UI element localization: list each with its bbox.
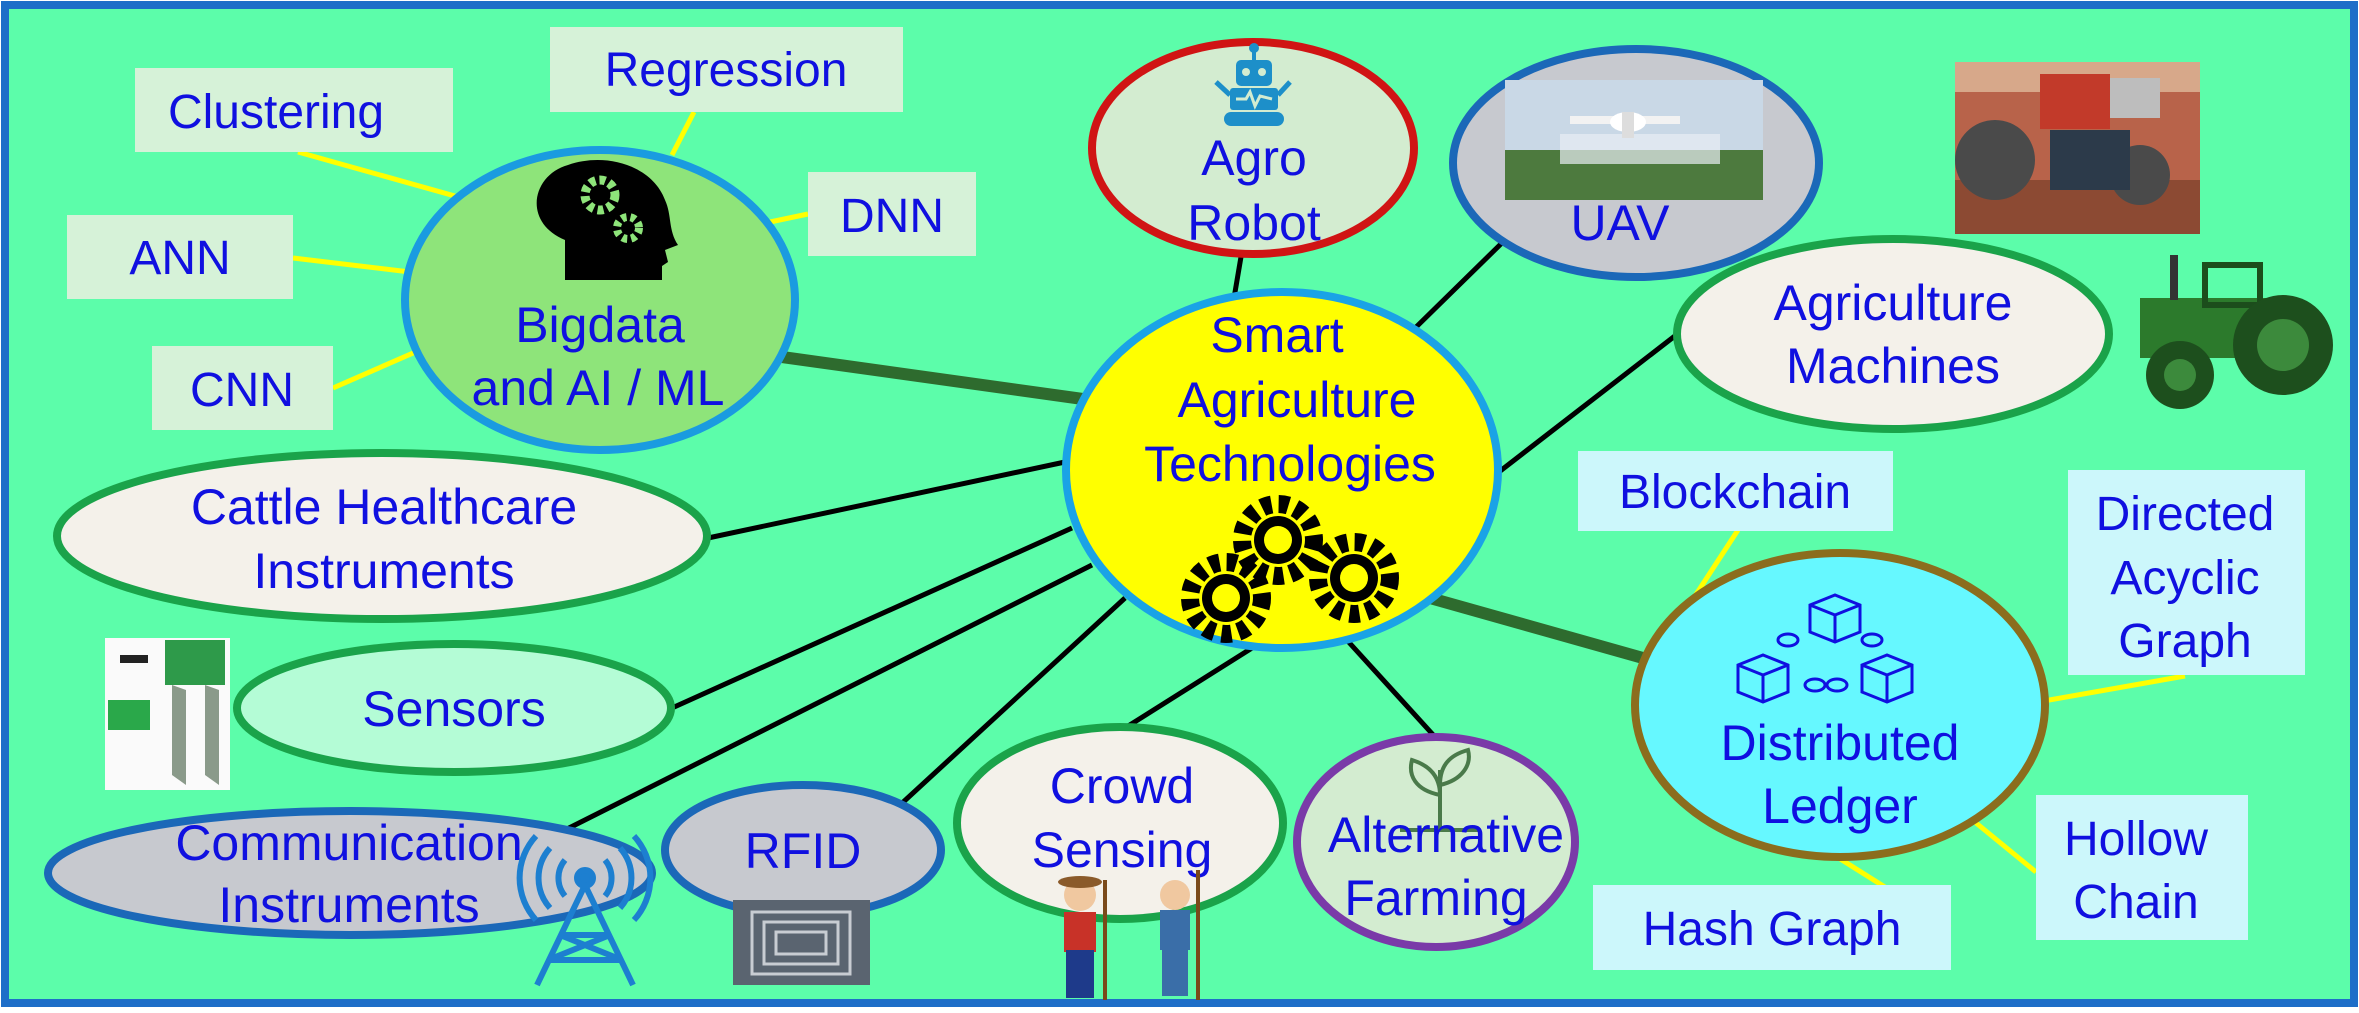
- head-gears-icon: [536, 160, 678, 280]
- sensor-photo: [105, 638, 230, 790]
- rfid-tag-photo: [733, 900, 870, 985]
- crowd-label-line2: Sensing: [1032, 822, 1213, 878]
- crowd-ellipse: [953, 723, 1287, 923]
- tag-connector-dag: [2031, 673, 2186, 706]
- connector-rfid: [898, 596, 1127, 807]
- uav-node: UAV: [1449, 45, 1823, 281]
- cattle-ellipse: [53, 449, 711, 623]
- uav-label: UAV: [1570, 195, 1670, 251]
- communication-label-line1: Communication: [175, 815, 522, 871]
- sprout-icon: [1400, 747, 1480, 832]
- tag-regression: Regression: [605, 44, 848, 97]
- alternative-ellipse: [1293, 733, 1579, 951]
- tag-dnn: DNN: [840, 190, 944, 243]
- communication-node: Communication Instruments: [44, 807, 656, 939]
- machines-label-line2: Machines: [1786, 338, 2000, 394]
- tag-hollow-line1: Hollow: [2064, 813, 2208, 866]
- connector-alternative: [1343, 636, 1438, 740]
- tag-regression-box: [550, 27, 903, 112]
- tag-dnn-box: [808, 172, 976, 256]
- connector-crowd: [1123, 645, 1254, 731]
- tag-connector-dnn: [769, 211, 809, 225]
- ai-tags: Clustering Regression DNN ANN CNN: [67, 27, 976, 430]
- antenna-tower-icon: [516, 833, 654, 987]
- machines-label-line1: Agriculture: [1774, 275, 2013, 331]
- sensors-ellipse: [233, 640, 675, 776]
- connector-cattle: [707, 459, 1066, 541]
- tag-dag-line2: Acyclic: [2110, 552, 2259, 605]
- tag-cnn-box: [152, 346, 333, 430]
- robot-label-line2: Robot: [1187, 195, 1321, 251]
- tag-hollow-box: [2036, 795, 2248, 940]
- alternative-node: Alternative Farming: [1293, 733, 1579, 951]
- connector-bigdata: [781, 351, 1091, 406]
- tag-clustering: Clustering: [168, 86, 384, 139]
- sensors-label: Sensors: [362, 681, 545, 737]
- tag-connector-cnn: [331, 347, 422, 391]
- tag-dag-line1: Directed: [2096, 488, 2275, 541]
- tag-hollow-line2: Chain: [2073, 876, 2198, 929]
- robot-label-line1: Agro: [1201, 130, 1307, 186]
- crowd-node: Crowd Sensing: [953, 723, 1287, 923]
- tag-connector-blockchain: [1692, 528, 1741, 598]
- robot-icon: [1214, 43, 1292, 126]
- bigdata-ellipse: [401, 146, 799, 454]
- tag-blockchain: Blockchain: [1619, 466, 1851, 519]
- tag-connector-clustering: [297, 149, 463, 201]
- machines-ellipse: [1673, 235, 2113, 433]
- alternative-label-line2: Farming: [1344, 870, 1527, 926]
- ledger-node: Distributed Ledger: [1631, 549, 2049, 861]
- connector-machines: [1493, 330, 1682, 477]
- farm-implement-photo: [1955, 62, 2200, 234]
- tag-clustering-box: [135, 68, 453, 152]
- tag-connector-hollow: [1968, 816, 2038, 874]
- communication-label-line2: Instruments: [218, 877, 479, 933]
- ledger-label-line2: Ledger: [1762, 778, 1918, 834]
- ledger-ellipse: [1631, 549, 2049, 861]
- gears-icon: [1181, 495, 1399, 643]
- alternative-label-line1: Alternative: [1328, 807, 1564, 863]
- blockchain-cubes-icon: [1736, 593, 1914, 704]
- cattle-node: Cattle Healthcare Instruments: [53, 449, 711, 623]
- connector-ledger: [1428, 592, 1652, 666]
- tag-blockchain-box: [1578, 451, 1893, 531]
- tag-cnn: CNN: [190, 364, 294, 417]
- tag-ann-box: [67, 215, 293, 299]
- center-title-line2: Agriculture: [1178, 372, 1417, 428]
- tag-dag-line3: Graph: [2118, 615, 2251, 668]
- tag-hash: Hash Graph: [1643, 903, 1902, 956]
- sensors-node: Sensors: [233, 640, 675, 776]
- bigdata-label-line1: Bigdata: [515, 297, 685, 353]
- rfid-node: RFID: [661, 781, 945, 919]
- machines-node: Agriculture Machines: [1673, 235, 2113, 433]
- connectors: [292, 110, 2186, 931]
- cattle-label-line1: Cattle Healthcare: [191, 479, 577, 535]
- crowd-label-line1: Crowd: [1050, 758, 1194, 814]
- bigdata-node: Bigdata and AI / ML: [401, 146, 799, 454]
- uav-photo: [1505, 80, 1763, 200]
- bigdata-label-line2: and AI / ML: [472, 360, 725, 416]
- rfid-label: RFID: [745, 823, 862, 879]
- center-node: Smart Agriculture Technologies: [1062, 288, 1502, 652]
- center-title-line1: Smart: [1210, 307, 1343, 363]
- ledger-label-line1: Distributed: [1721, 715, 1960, 771]
- ledger-tags: Blockchain Directed Acyclic Graph Hollow…: [1578, 451, 2305, 970]
- tag-connector-regression: [669, 110, 697, 157]
- tag-ann: ANN: [129, 232, 230, 285]
- cattle-label-line2: Instruments: [253, 543, 514, 599]
- tag-hash-box: [1593, 885, 1951, 970]
- center-title-line3: Technologies: [1144, 436, 1436, 492]
- tag-dag-box: [2068, 470, 2305, 675]
- farmers-icon: [1058, 870, 1200, 1000]
- robot-ellipse: [1088, 38, 1418, 258]
- connector-communication: [563, 562, 1094, 833]
- connector-uav: [1406, 235, 1510, 337]
- tractor-icon: [2140, 255, 2333, 409]
- robot-node: Agro Robot: [1088, 38, 1418, 258]
- connector-sensors: [670, 525, 1074, 711]
